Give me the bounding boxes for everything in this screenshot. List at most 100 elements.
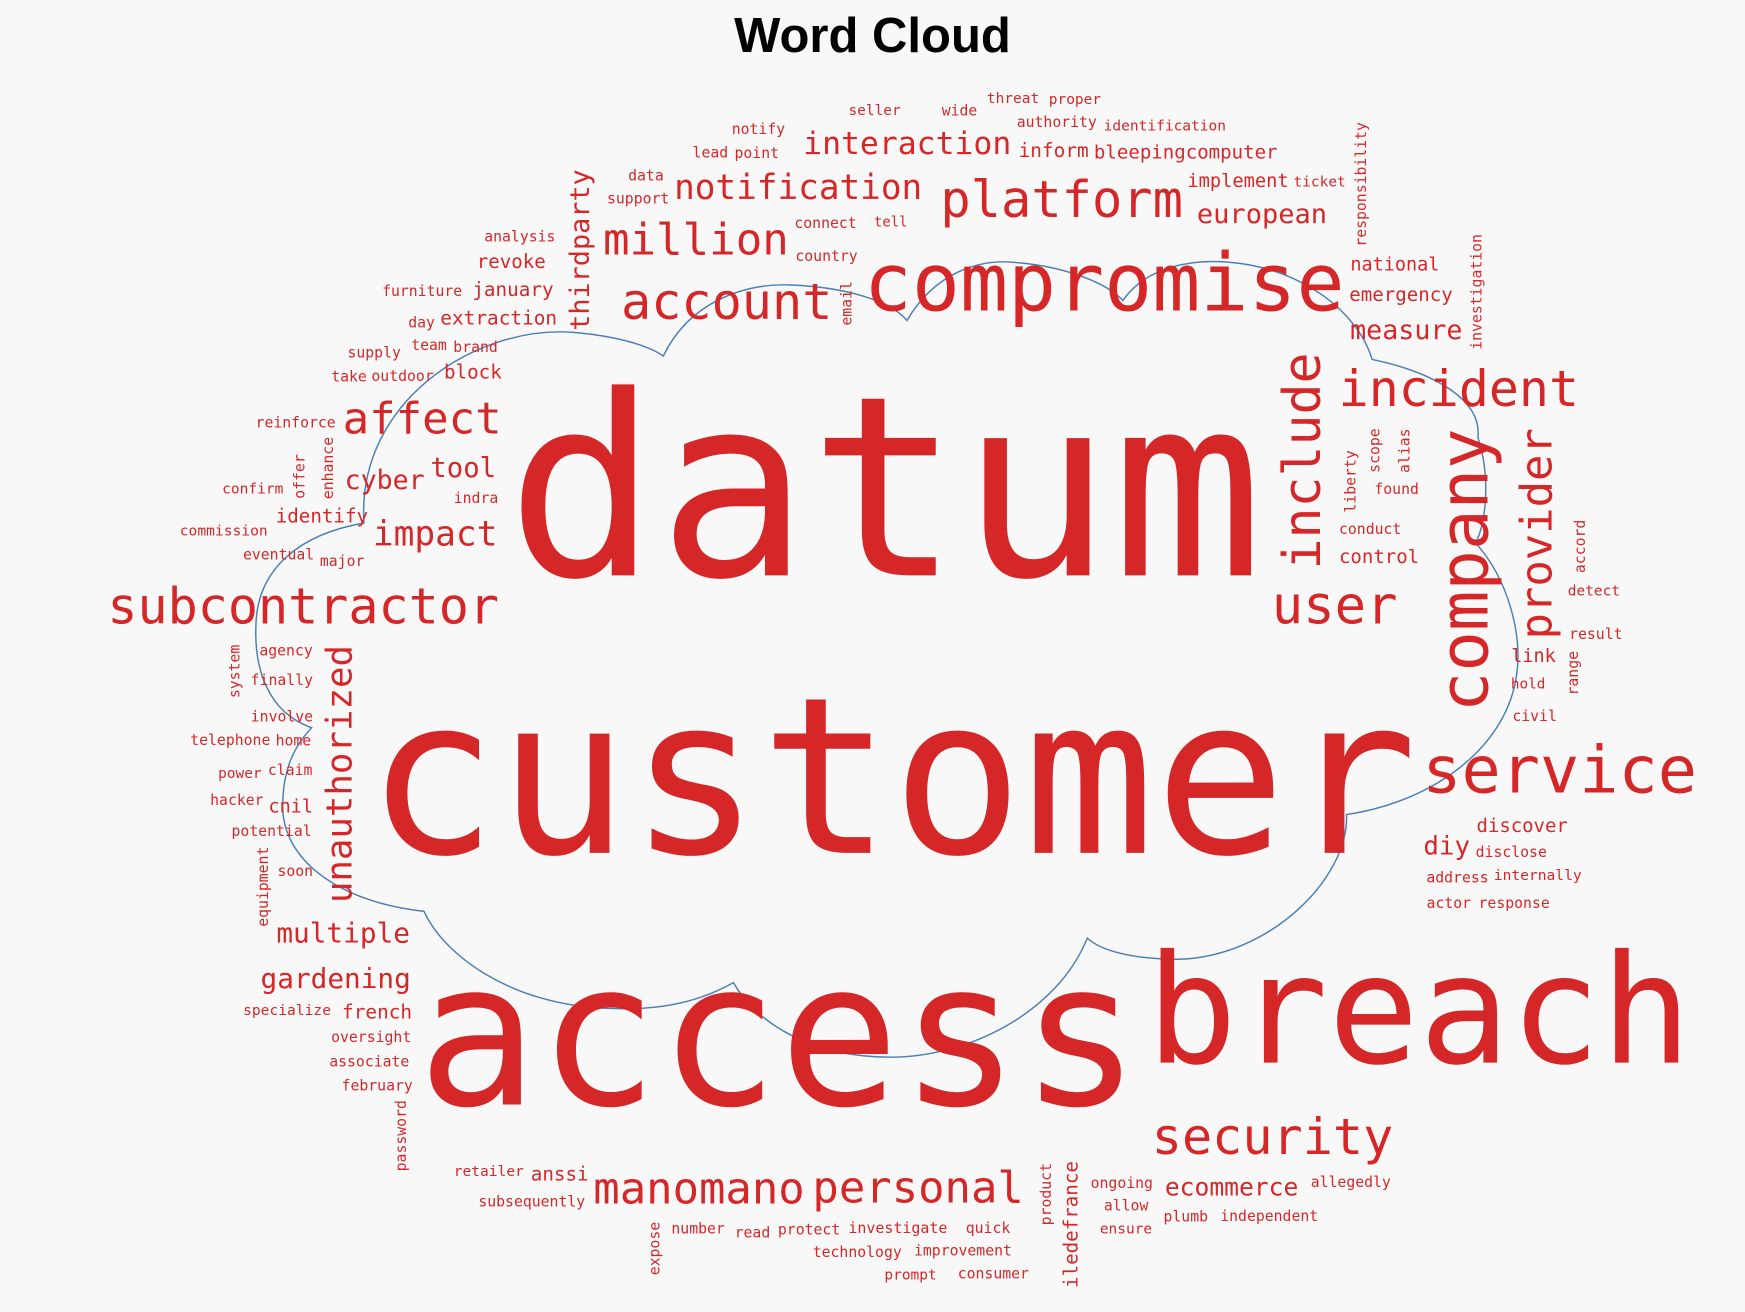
word-measure: measure [1350, 315, 1462, 346]
word-threat: threat [987, 91, 1039, 107]
word-quick: quick [966, 1220, 1011, 1237]
word-responsibility: responsibility [1353, 122, 1370, 247]
word-multiple: multiple [276, 917, 410, 950]
word-civil: civil [1512, 708, 1557, 725]
word-impact: impact [373, 514, 498, 554]
word-equipment: equipment [255, 847, 272, 927]
word-user: user [1272, 577, 1398, 637]
word-agency: agency [259, 642, 313, 659]
word-cnil: cnil [268, 796, 313, 817]
word-inform: inform [1019, 139, 1089, 162]
word-unauthorized: unauthorized [320, 645, 361, 903]
word-affect: affect [343, 393, 502, 444]
word-specialize: specialize [243, 1002, 331, 1019]
word-platform: platform [940, 170, 1183, 229]
word-hacker: hacker [210, 792, 264, 809]
word-customer: customer [366, 651, 1418, 905]
word-major: major [320, 553, 365, 570]
word-emergency: emergency [1349, 283, 1452, 306]
word-number: number [671, 1220, 725, 1237]
word-offer: offer [291, 454, 308, 499]
word-french: french [342, 1000, 412, 1023]
word-ensure: ensure [1100, 1222, 1152, 1238]
word-personal: personal [812, 1163, 1023, 1214]
word-anssi: anssi [531, 1163, 589, 1186]
cloud-outline [255, 260, 1519, 1058]
word-claim: claim [268, 762, 313, 779]
word-finally: finally [251, 672, 313, 689]
word-include: include [1273, 353, 1333, 570]
word-plumb: plumb [1163, 1208, 1208, 1225]
word-email: email [839, 281, 856, 326]
word-february: february [342, 1078, 413, 1095]
word-password: password [393, 1100, 410, 1171]
word-found: found [1374, 481, 1419, 498]
word-product: product [1038, 1163, 1055, 1225]
word-interaction: interaction [803, 126, 1011, 162]
word-scope: scope [1367, 428, 1384, 473]
word-allow: allow [1104, 1198, 1149, 1215]
word-read: read [735, 1224, 771, 1241]
word-home: home [276, 732, 312, 749]
word-thirdparty: thirdparty [565, 169, 596, 330]
word-protect: protect [778, 1221, 840, 1238]
word-million: million [603, 215, 789, 266]
word-control: control [1339, 546, 1419, 568]
word-disclose: disclose [1476, 844, 1547, 861]
word-diy: diy [1423, 832, 1470, 862]
word-improvement: improvement [914, 1243, 1012, 1260]
word-power: power [218, 766, 262, 782]
word-ticket: ticket [1293, 175, 1345, 191]
word-furniture: furniture [382, 283, 462, 300]
word-supply: supply [347, 344, 401, 361]
word-telephone: telephone [190, 732, 270, 749]
word-prompt: prompt [884, 1267, 936, 1283]
word-alias: alias [1397, 428, 1414, 473]
word-commission: commission [180, 522, 268, 539]
word-datum: datum [506, 343, 1263, 635]
word-analysis: analysis [484, 229, 555, 246]
word-outdoor: outdoor [371, 368, 433, 385]
word-security: security [1152, 1107, 1393, 1166]
word-subcontractor: subcontractor [107, 578, 499, 636]
word-revoke: revoke [477, 250, 546, 273]
word-confirm: confirm [222, 481, 283, 498]
word-national: national [1350, 254, 1439, 275]
word-extraction: extraction [440, 306, 557, 329]
word-provider: provider [1512, 428, 1563, 639]
word-potential: potential [232, 823, 312, 840]
word-identification: identification [1104, 118, 1226, 135]
word-internally: internally [1494, 867, 1582, 884]
word-brand: brand [453, 339, 498, 356]
word-compromise: compromise [864, 237, 1345, 330]
word-detect: detect [1568, 583, 1620, 599]
word-conduct: conduct [1339, 521, 1401, 538]
word-identify: identify [276, 504, 368, 527]
word-independent: independent [1220, 1208, 1318, 1225]
word-connect: connect [794, 215, 856, 232]
word-january: january [472, 278, 553, 301]
word-discover: discover [1477, 815, 1568, 837]
word-expose: expose [647, 1222, 664, 1276]
word-reinforce: reinforce [256, 415, 336, 432]
word-notify: notify [732, 121, 786, 138]
word-service: service [1422, 732, 1697, 808]
word-tool: tool [430, 453, 496, 484]
word-iledefrance: iledefrance [1060, 1161, 1083, 1288]
word-soon: soon [277, 863, 313, 880]
word-access: access [417, 919, 1140, 1152]
word-oversight: oversight [331, 1029, 411, 1046]
word-proper: proper [1049, 92, 1102, 108]
word-lead: lead [693, 145, 729, 162]
word-day: day [408, 314, 435, 331]
word-allegedly: allegedly [1311, 1174, 1391, 1191]
word-block: block [444, 360, 502, 383]
word-investigate: investigate [848, 1219, 947, 1237]
word-tell: tell [874, 215, 907, 231]
word-point: point [735, 145, 780, 162]
word-system: system [226, 645, 243, 699]
word-enhance: enhance [320, 437, 337, 499]
word-manomano: manomano [593, 1164, 804, 1215]
word-gardening: gardening [261, 962, 411, 995]
